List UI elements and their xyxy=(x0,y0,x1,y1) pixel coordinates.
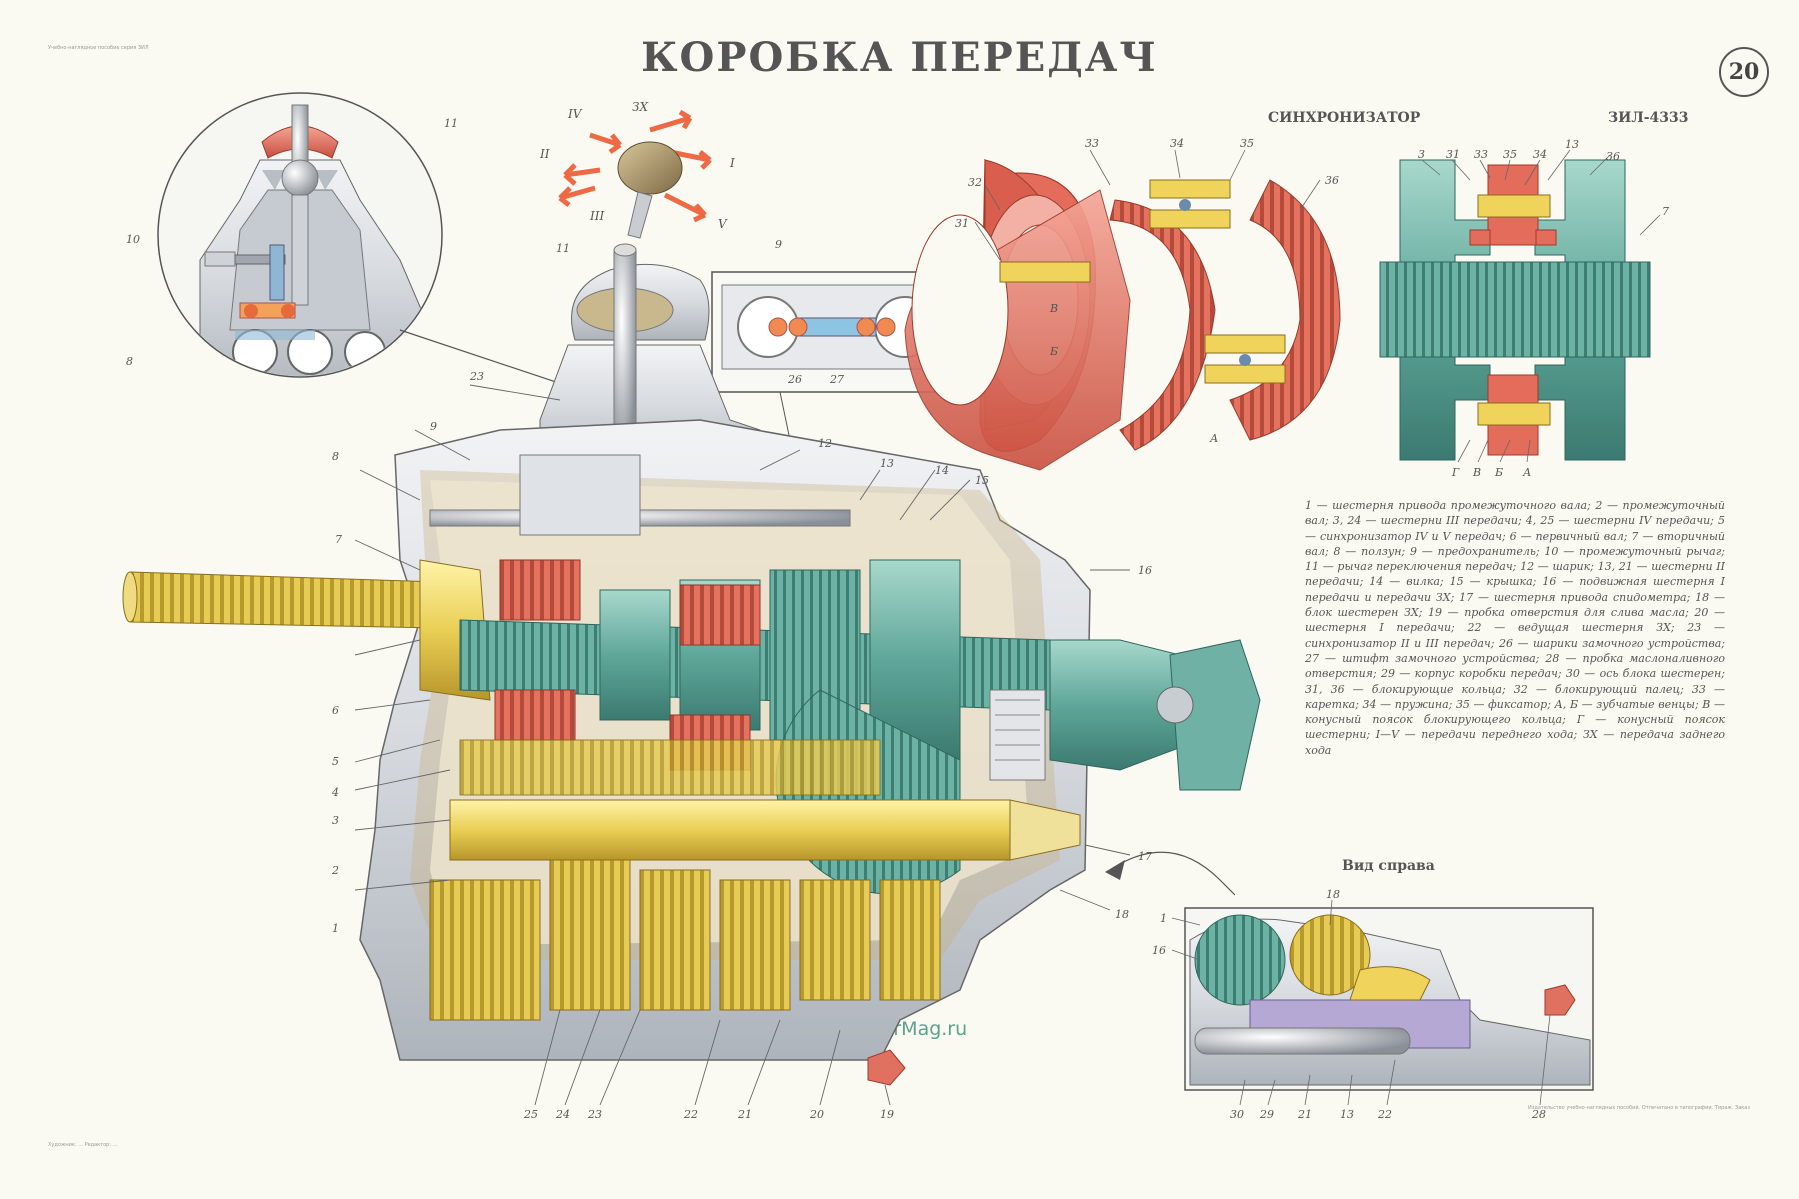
callout-5: 5 xyxy=(332,755,339,768)
callout-28: 28 xyxy=(1531,1108,1546,1121)
gear-label-III: III xyxy=(589,209,604,223)
callout-V: В xyxy=(1472,466,1481,479)
callout-8b: 8 xyxy=(332,450,339,463)
callout-18r: 18 xyxy=(1326,888,1340,901)
gear-label-I: I xyxy=(729,156,735,170)
callout-16r: 16 xyxy=(1152,944,1166,957)
callout-12: 12 xyxy=(818,437,832,450)
callout-23-top: 23 xyxy=(469,370,484,383)
callout-36: 36 xyxy=(1325,174,1339,187)
callout-11: 11 xyxy=(444,117,458,130)
callout-1: 1 xyxy=(332,922,339,935)
callout-17: 17 xyxy=(1138,850,1152,863)
callout-35s: 35 xyxy=(1503,148,1517,161)
synchronizer-exploded xyxy=(904,158,1341,471)
callout-13: 13 xyxy=(880,457,894,470)
callout-18: 18 xyxy=(1115,908,1129,921)
callout-6: 6 xyxy=(332,704,339,717)
sync-red-1 xyxy=(494,559,581,741)
right-view-title: Вид справа xyxy=(1342,858,1435,874)
callout-9: 9 xyxy=(775,238,782,251)
callout-33s: 33 xyxy=(1474,148,1488,161)
callout-1r: 1 xyxy=(1160,912,1167,925)
callout-29: 29 xyxy=(1259,1108,1274,1121)
leader-lines xyxy=(354,384,1131,1106)
right-view-inset xyxy=(1184,907,1594,1091)
callout-24: 24 xyxy=(555,1108,570,1121)
fine-print-bottom-left: Художник: ... Редактор: ... xyxy=(48,1142,118,1148)
callout-31: 31 xyxy=(955,217,969,230)
callout-21r: 21 xyxy=(1297,1108,1312,1121)
gear-label-II: II xyxy=(539,147,550,161)
callout-26: 26 xyxy=(787,373,802,386)
callout-G: Г xyxy=(1451,466,1460,479)
poster-title: КОРОБКА ПЕРЕДАЧ xyxy=(641,34,1158,81)
callout-20: 20 xyxy=(809,1108,824,1121)
model-label: ЗИЛ-4333 xyxy=(1608,110,1689,126)
callout-30: 30 xyxy=(1230,1108,1244,1121)
synchronizer-title: СИНХРОНИЗАТОР xyxy=(1268,110,1421,126)
fine-print-bottom-right: Издательство учебно-наглядных пособий. О… xyxy=(1528,1105,1750,1111)
callout-V-exploded: В xyxy=(1049,302,1058,315)
callout-9b: 9 xyxy=(430,420,437,433)
callout-7: 7 xyxy=(335,533,342,546)
callout-32: 32 xyxy=(968,176,982,189)
callout-27: 27 xyxy=(829,373,844,386)
callout-13r: 13 xyxy=(1340,1108,1354,1121)
callout-B-exploded: Б xyxy=(1049,345,1058,358)
callout-22r: 22 xyxy=(1377,1108,1392,1121)
callout-23: 23 xyxy=(587,1108,602,1121)
callout-34: 34 xyxy=(1170,137,1184,150)
shift-gear-labels: IV ЗХ II I III V xyxy=(539,100,735,231)
callout-4: 4 xyxy=(331,786,339,799)
callout-35: 35 xyxy=(1240,137,1254,150)
parts-legend: 1 — шестерня привода промежуточного вала… xyxy=(1305,499,1725,757)
callout-3: 3 xyxy=(332,814,339,827)
callout-31s: 31 xyxy=(1446,148,1460,161)
shift-pattern xyxy=(558,109,712,239)
callout-labels: 11 10 8 9 26 27 11 23 9 8 12 13 14 15 16… xyxy=(126,117,1669,1121)
callout-A: А xyxy=(1522,466,1531,479)
callout-10: 10 xyxy=(126,233,140,246)
callout-B: Б xyxy=(1494,466,1503,479)
sheet-number: 20 xyxy=(1719,47,1769,97)
callout-A-exploded: А xyxy=(1209,432,1218,445)
detail-inset-shifter xyxy=(157,92,566,386)
callout-36s: 36 xyxy=(1606,150,1620,163)
callout-25: 25 xyxy=(523,1108,538,1121)
callout-8: 8 xyxy=(126,355,133,368)
callout-16: 16 xyxy=(1138,564,1152,577)
callout-14: 14 xyxy=(935,464,949,477)
callout-21: 21 xyxy=(737,1108,752,1121)
gear-label-IV: IV xyxy=(567,107,583,121)
callout-33: 33 xyxy=(1085,137,1099,150)
callout-19: 19 xyxy=(880,1108,894,1121)
fine-print-top-left: Учебно-наглядное пособие серия ЗИЛ xyxy=(48,45,149,51)
synchronizer-section xyxy=(1379,159,1651,461)
gear-label-V: V xyxy=(718,217,728,231)
callout-13s: 13 xyxy=(1565,138,1579,151)
callout-34s: 34 xyxy=(1533,148,1547,161)
callout-7s: 7 xyxy=(1662,205,1669,218)
gear-label-reverse: ЗХ xyxy=(632,100,648,114)
callout-3s: 3 xyxy=(1418,148,1425,161)
callout-22: 22 xyxy=(683,1108,698,1121)
callout-2: 2 xyxy=(331,864,339,877)
callout-15: 15 xyxy=(975,474,989,487)
callout-11b: 11 xyxy=(556,242,570,255)
main-cutaway xyxy=(122,243,1261,1086)
